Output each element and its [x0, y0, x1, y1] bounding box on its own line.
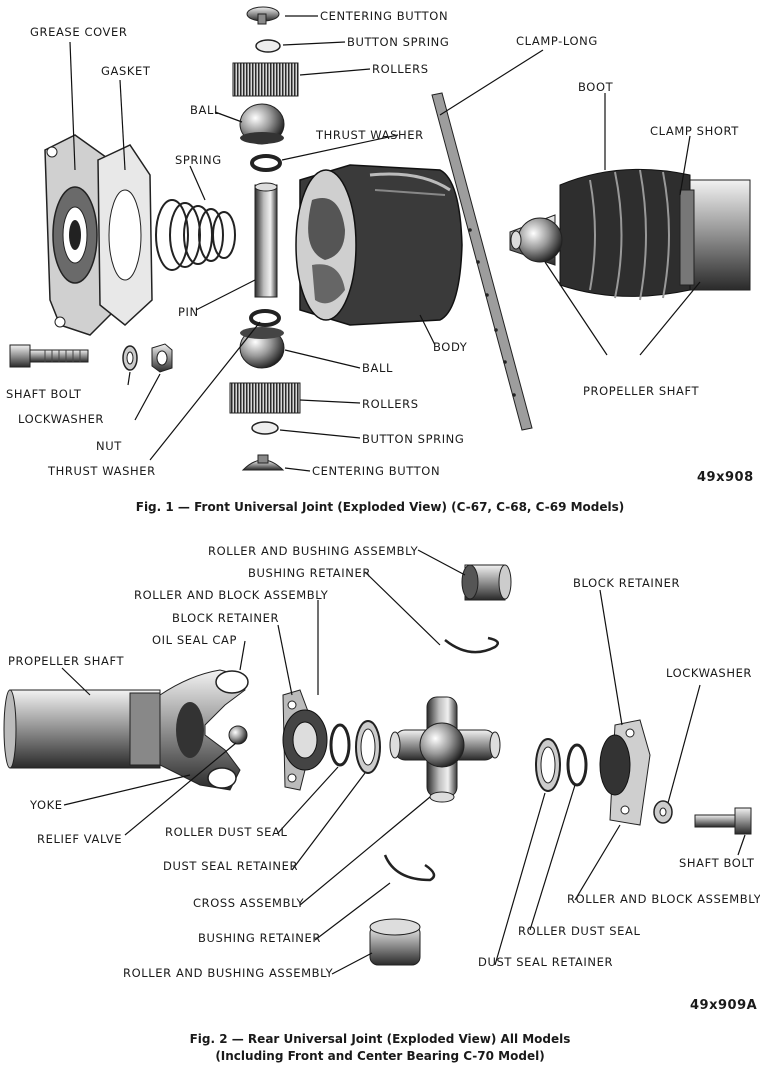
label-lockwasher-2: LOCKWASHER [666, 666, 753, 680]
label-ball-top: BALL [190, 103, 221, 117]
shaft-bolt-2-part [694, 807, 752, 835]
label-dust-seal-retainer-right: DUST SEAL RETAINER [478, 955, 614, 969]
label-rollers-top: ROLLERS [372, 62, 429, 76]
label-boot: BOOT [578, 80, 614, 94]
propeller-shaft-assembly-part [509, 168, 751, 301]
label-roller-block-top: ROLLER AND BLOCK ASSEMBLY [134, 588, 329, 602]
roller-block-left-part [282, 689, 328, 791]
label-thrust-washer-top: THRUST WASHER [316, 128, 424, 142]
label-bushing-retainer-bottom: BUSHING RETAINER [198, 931, 321, 945]
figure-2-code: 49x909A [690, 998, 758, 1013]
label-clamp-short: CLAMP SHORT [650, 124, 739, 138]
figure-1-illustration [9, 6, 751, 472]
label-shaft-bolt: SHAFT BOLT [6, 387, 82, 401]
nut-part [151, 343, 173, 373]
figure-2-illustration [3, 549, 752, 975]
label-pin: PIN [178, 305, 199, 319]
roller-bushing-top-part [461, 564, 512, 601]
label-ball-bottom: BALL [362, 361, 393, 375]
relief-valve-part [228, 725, 248, 745]
label-button-spring-top: BUTTON SPRING [347, 35, 450, 49]
label-body: BODY [433, 340, 468, 354]
label-relief-valve: RELIEF VALVE [37, 832, 123, 846]
figure-1: CENTERING BUTTON BUTTON SPRING ROLLERS G… [0, 0, 760, 530]
label-dust-seal-retainer-left: DUST SEAL RETAINER [163, 859, 299, 873]
yoke-part [159, 669, 249, 791]
rollers-bottom-part [229, 382, 301, 414]
label-roller-bushing-bottom: ROLLER AND BUSHING ASSEMBLY [123, 966, 334, 980]
label-yoke: YOKE [30, 798, 63, 812]
label-propeller-shaft-2: PROPELLER SHAFT [8, 654, 125, 668]
roller-dust-seal-right-part [566, 743, 588, 787]
gasket-part [97, 144, 153, 326]
figure-2-leaders [61, 549, 746, 975]
figure-1-code: 49x908 [697, 470, 754, 485]
bushing-retainer-bottom-part [383, 854, 436, 882]
shaft-bolt-part [9, 344, 89, 368]
label-clamp-long: CLAMP-LONG [516, 34, 598, 48]
roller-block-right-part [599, 719, 651, 826]
label-cross-assembly: CROSS ASSEMBLY [193, 896, 305, 910]
figure-2-caption-line-1: Fig. 2 — Rear Universal Joint (Exploded … [189, 1032, 571, 1046]
figure-1-caption: Fig. 1 — Front Universal Joint (Exploded… [135, 500, 625, 514]
label-centering-button-top: CENTERING BUTTON [320, 9, 449, 23]
label-nut: NUT [96, 439, 122, 453]
label-rollers-bottom: ROLLERS [362, 397, 419, 411]
thrust-washer-top-part [250, 154, 282, 172]
button-spring-bottom-part [251, 421, 279, 435]
figure-1-leaders [69, 15, 701, 472]
dust-seal-retainer-right-hole [540, 746, 556, 784]
figure-2-caption-line-2: (Including Front and Center Bearing C-70… [215, 1049, 545, 1063]
label-spring: SPRING [175, 153, 222, 167]
ball-top-part [239, 103, 285, 145]
label-thrust-washer-bottom: THRUST WASHER [48, 464, 156, 478]
label-roller-dust-seal-left: ROLLER DUST SEAL [165, 825, 288, 839]
lockwasher-2-part [653, 800, 673, 824]
figure-2: ROLLER AND BUSHING ASSEMBLY BUSHING RETA… [0, 535, 760, 1071]
dust-seal-retainer-left-hole [360, 728, 376, 766]
label-oil-seal-cap: OIL SEAL CAP [152, 633, 238, 647]
label-grease-cover: GREASE COVER [30, 25, 128, 39]
cross-assembly-part [389, 696, 501, 803]
button-spring-top-part [255, 39, 281, 53]
propeller-shaft-part [3, 689, 161, 769]
label-lockwasher: LOCKWASHER [18, 412, 105, 426]
label-propeller-shaft: PROPELLER SHAFT [583, 384, 700, 398]
bushing-retainer-top-part [444, 636, 499, 654]
label-block-retainer-left: BLOCK RETAINER [172, 611, 280, 625]
label-block-retainer-right: BLOCK RETAINER [573, 576, 681, 590]
centering-button-bottom-part [241, 454, 285, 471]
label-button-spring-bottom: BUTTON SPRING [362, 432, 465, 446]
roller-dust-seal-left-part [329, 723, 351, 767]
thrust-washer-bottom-part [249, 309, 281, 327]
label-gasket: GASKET [101, 64, 151, 78]
spring-part [155, 199, 236, 271]
clamp-long-part [431, 92, 533, 431]
pin-part [254, 184, 278, 298]
label-roller-bushing-top: ROLLER AND BUSHING ASSEMBLY [208, 544, 419, 558]
body-part [295, 164, 463, 326]
pin-end [254, 182, 278, 192]
label-centering-button-bottom: CENTERING BUTTON [312, 464, 441, 478]
grease-cover-part [44, 134, 116, 336]
label-roller-block-right: ROLLER AND BLOCK ASSEMBLY [567, 892, 760, 906]
label-bushing-retainer-top: BUSHING RETAINER [248, 566, 371, 580]
label-shaft-bolt-2: SHAFT BOLT [679, 856, 755, 870]
rollers-top-part [232, 62, 299, 97]
ball-bottom-part [239, 327, 285, 369]
roller-bushing-bottom-part [369, 918, 421, 966]
centering-button-top-part [246, 6, 280, 25]
label-roller-dust-seal-right: ROLLER DUST SEAL [518, 924, 641, 938]
lockwasher-part [122, 345, 138, 371]
